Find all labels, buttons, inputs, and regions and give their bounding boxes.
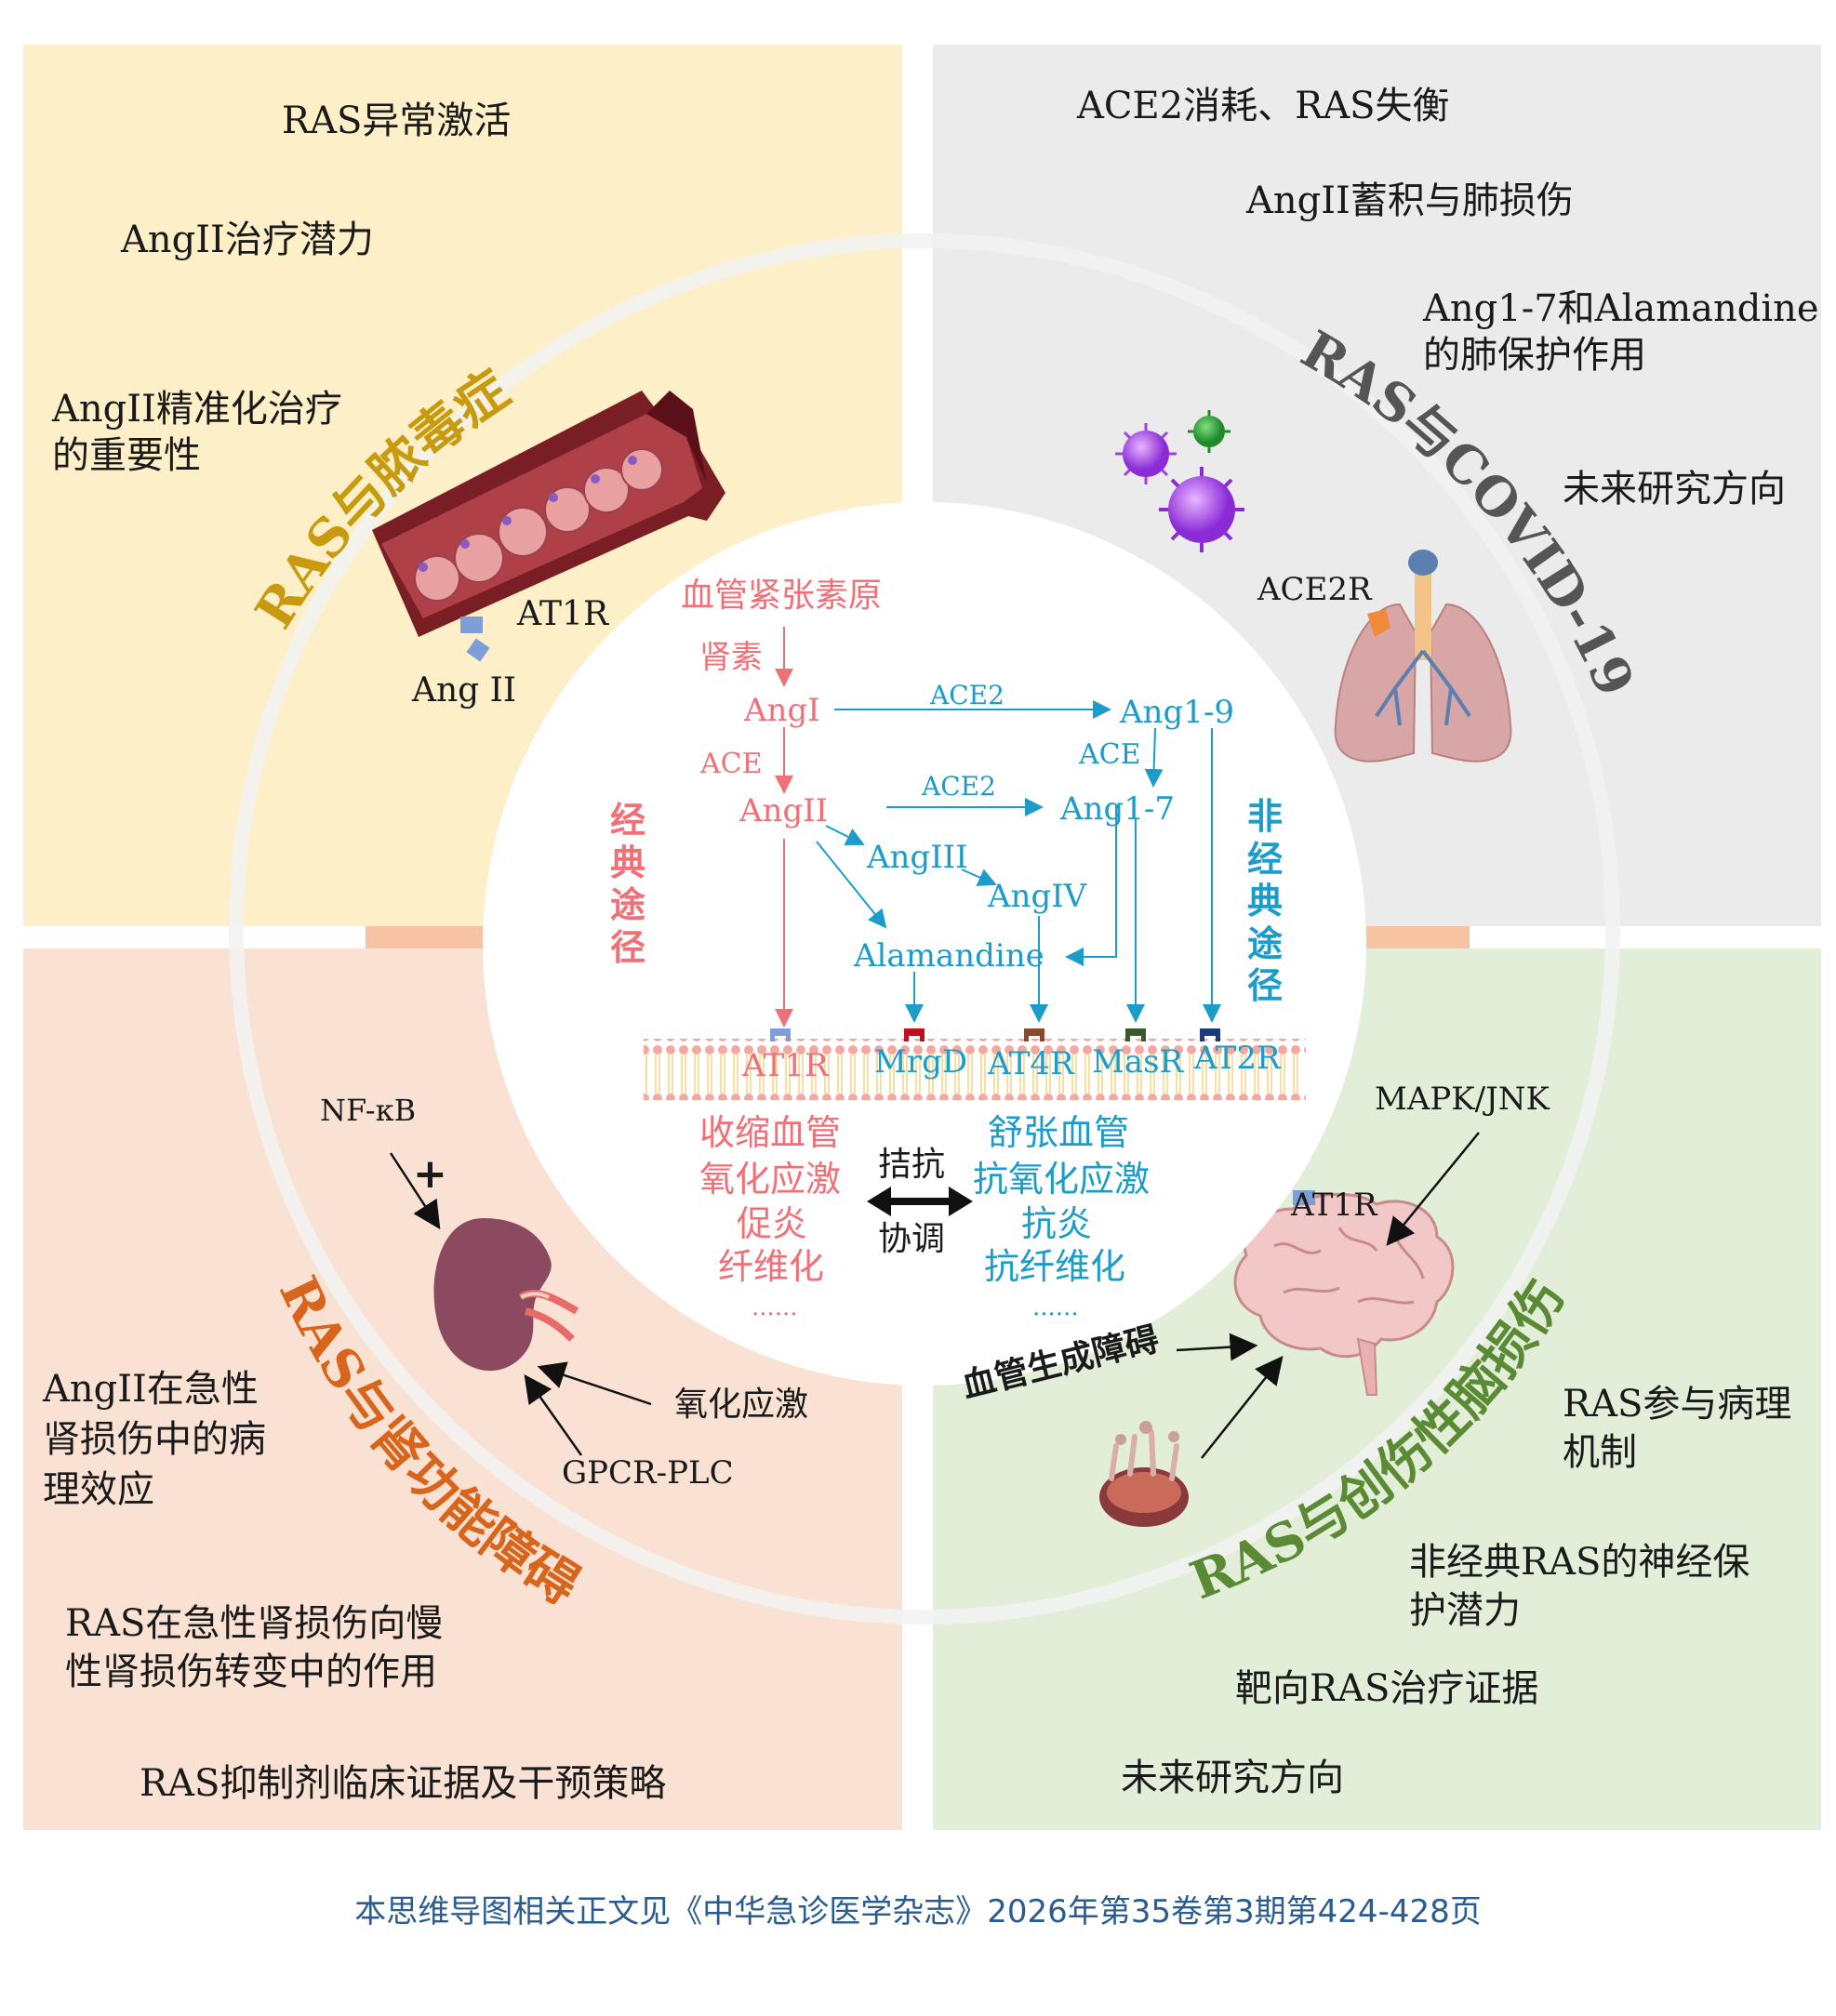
ace2-label: ACE2 [930, 680, 1004, 710]
brain-item: RAS参与病理 [1563, 1383, 1792, 1426]
brain-item: 未来研究方向 [1121, 1757, 1344, 1799]
ace-classic-label: ACE [700, 748, 763, 780]
nonclassic-effect: 抗炎 [1021, 1203, 1093, 1244]
oxidative-arrow [537, 1361, 652, 1406]
outer-ring [229, 233, 1620, 1625]
ace2-label-2: ACE2 [922, 771, 996, 802]
sepsis-item: AngII治疗潜力 [121, 219, 374, 261]
kidney-item: RAS抑制剂临床证据及干预策略 [140, 1762, 667, 1805]
brain-item: 机制 [1563, 1431, 1637, 1474]
cell-membrane [644, 1039, 1306, 1100]
receptor-mrgd: MrgD [874, 1043, 968, 1081]
covid-item: 的肺保护作用 [1423, 334, 1646, 377]
classic-effect: 收缩血管 [699, 1112, 842, 1153]
mapk-label: MAPK/JNK [1375, 1081, 1550, 1118]
plus-label: + [413, 1150, 447, 1198]
kidney-illustration [433, 1218, 579, 1372]
antagonism-label: 拮抗 [878, 1146, 946, 1184]
receptor-at4r: AT4R [988, 1045, 1074, 1082]
brain-at1r-label: AT1R [1291, 1187, 1377, 1224]
at1r-label: AT1R [517, 595, 609, 633]
brain-item: 护潜力 [1409, 1589, 1521, 1632]
angio-arrow [1176, 1333, 1258, 1361]
sepsis-item: AngII精准化治疗 [52, 388, 342, 431]
alamandine-node: Alamandine [854, 937, 1044, 975]
kidney-item: RAS在急性肾损伤向慢 [65, 1602, 444, 1645]
ang4-node: AngIV [988, 878, 1087, 915]
sepsis-item: 的重要性 [52, 434, 201, 477]
ang2-label: Ang II [412, 671, 517, 710]
kidney-item: 性肾损伤转变中的作用 [65, 1651, 437, 1693]
covid-item: Ang1-7和Alamandine [1423, 287, 1819, 330]
coordination-label: 协调 [878, 1220, 946, 1258]
gpcr-arrow [524, 1373, 583, 1456]
receptor-masr: MasR [1092, 1043, 1184, 1081]
ang1-node: AngI [744, 692, 820, 729]
brain-item: 非经典RAS的神经保 [1409, 1541, 1750, 1584]
kidney-item: 肾损伤中的病 [43, 1418, 266, 1461]
covid-item: ACE2消耗、RAS失衡 [1077, 85, 1450, 127]
nonclassic-effect: 抗纤维化 [984, 1246, 1126, 1287]
kidney-item: AngII在急性 [43, 1368, 259, 1411]
receptor-at2r: AT2R [1194, 1040, 1281, 1077]
classic-effect: 促炎 [737, 1203, 808, 1244]
classic-effect: 纤维化 [718, 1246, 825, 1287]
oxidative-label: 氧化应激 [674, 1386, 809, 1424]
angiotensinogen-label: 血管紧张素原 [681, 577, 883, 615]
sepsis-item: RAS异常激活 [282, 99, 512, 142]
nfkb-label: NF-κB [320, 1093, 417, 1128]
nonclassic-pathway-label: 非经典途径 [1246, 796, 1283, 1007]
classic-effect: 氧化应激 [699, 1159, 842, 1200]
connector-tab-right [1358, 926, 1470, 948]
center-circle [483, 502, 1366, 1386]
gpcr-label: GPCR-PLC [562, 1454, 734, 1492]
renin-label: 肾素 [699, 639, 763, 676]
nonclassic-effect: 舒张血管 [988, 1112, 1130, 1153]
covid-item: AngII蓄积与肺损伤 [1246, 179, 1574, 222]
ang2-node: AngII [739, 792, 829, 829]
mito-arrow [1201, 1356, 1284, 1459]
brain-item: 靶向RAS治疗证据 [1235, 1667, 1539, 1710]
classic-pathway-label: 经典途径 [609, 800, 645, 968]
ace2r-label: ACE2R [1257, 571, 1372, 608]
ang17-node: Ang1-7 [1060, 790, 1175, 828]
balance-double-arrow [867, 1187, 973, 1216]
mitochondria-illustration [1099, 1421, 1189, 1527]
kidney-item: 理效应 [43, 1468, 154, 1511]
nfkb-arrow [389, 1152, 441, 1230]
lungs-illustration [1334, 550, 1512, 763]
virus-icon [1115, 410, 1244, 552]
receptor-at1r: AT1R [742, 1047, 829, 1084]
footer-citation: 本思维导图相关正文见《中华急诊医学杂志》2026年第35卷第3期第424-428… [354, 1893, 1482, 1930]
classic-effect: ...... [752, 1293, 798, 1321]
receptor-icons [770, 1028, 1220, 1041]
ang3-node: AngIII [867, 839, 968, 876]
ang19-node: Ang1-9 [1120, 694, 1234, 731]
covid-item: 未来研究方向 [1563, 468, 1786, 511]
ace-nonclassic-label: ACE [1079, 738, 1141, 771]
mapk-arrow [1386, 1132, 1480, 1246]
blood-vessel-illustration [372, 391, 725, 662]
nonclassic-effect: ...... [1032, 1293, 1079, 1321]
nonclassic-effect: 抗氧化应激 [973, 1159, 1151, 1200]
